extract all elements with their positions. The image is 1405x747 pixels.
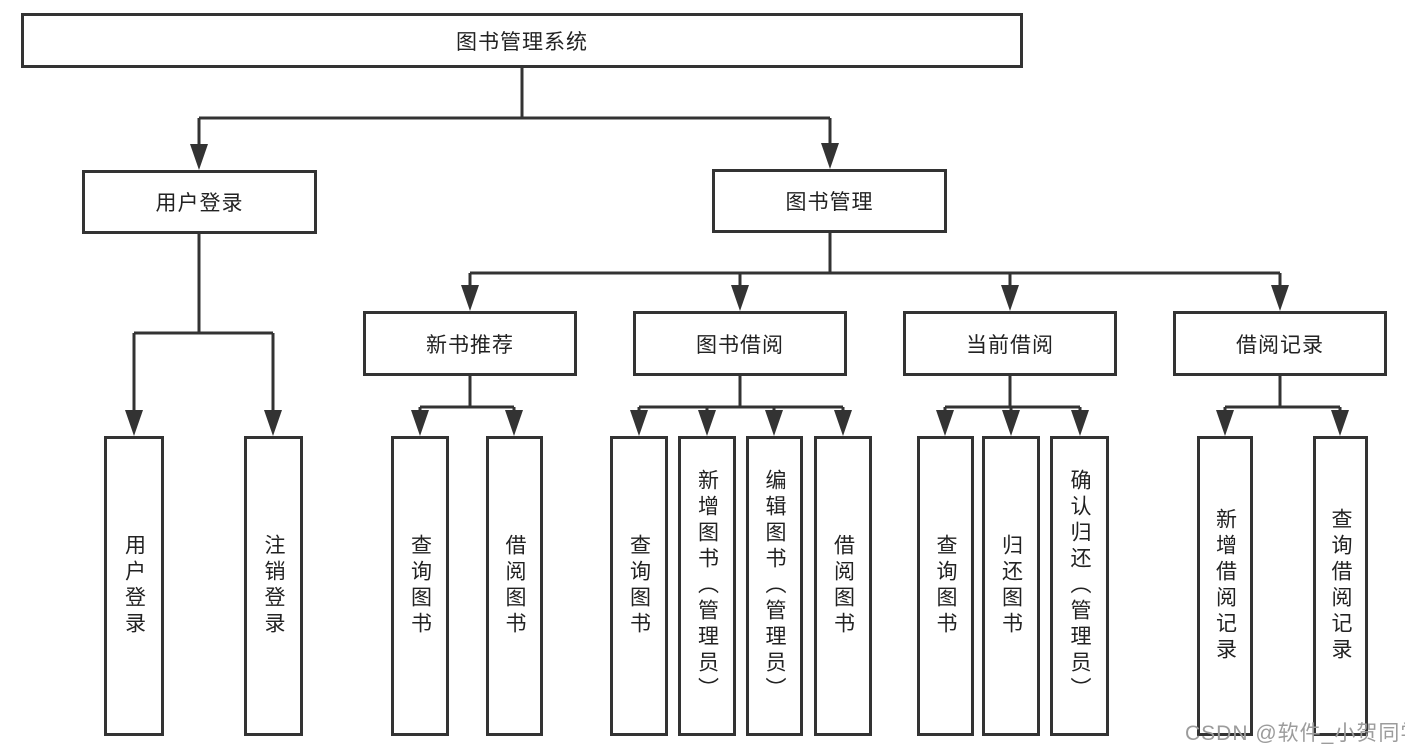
leaf-query-books-current: 查询图书	[917, 436, 974, 736]
leaf-add-borrow-record: 新增借阅记录	[1197, 436, 1253, 736]
node-book-management: 图书管理	[712, 169, 947, 233]
leaf-return-book: 归还图书	[982, 436, 1040, 736]
leaf-query-books-newrec: 查询图书	[391, 436, 449, 736]
node-book-borrowing: 图书借阅	[633, 311, 847, 376]
leaf-edit-book-admin: 编辑图书（管理员）	[746, 436, 803, 736]
node-root-system: 图书管理系统	[21, 13, 1023, 68]
leaf-add-book-admin: 新增图书（管理员）	[678, 436, 736, 736]
leaf-borrow-books-borrow: 借阅图书	[814, 436, 872, 736]
node-current-borrowing: 当前借阅	[903, 311, 1117, 376]
leaf-query-borrow-record: 查询借阅记录	[1313, 436, 1368, 736]
leaf-logout: 注销登录	[244, 436, 303, 736]
csdn-watermark: CSDN @软件_小贺同学	[1185, 722, 1405, 745]
node-new-book-recommend: 新书推荐	[363, 311, 577, 376]
leaf-borrow-books-newrec: 借阅图书	[486, 436, 543, 736]
leaf-confirm-return-admin: 确认归还（管理员）	[1050, 436, 1109, 736]
leaf-query-books-borrow: 查询图书	[610, 436, 668, 736]
node-borrow-records: 借阅记录	[1173, 311, 1387, 376]
leaf-user-login: 用户登录	[104, 436, 164, 736]
node-user-login: 用户登录	[82, 170, 317, 234]
